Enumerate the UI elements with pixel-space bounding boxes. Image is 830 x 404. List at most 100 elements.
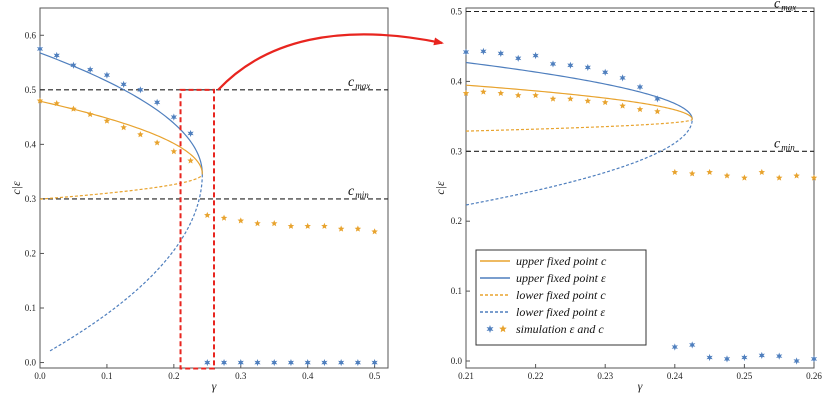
sim-eps-point	[584, 63, 591, 72]
legend: upper fixed point c upper fixed point ε lo…	[475, 249, 647, 346]
sim-c-point	[187, 157, 194, 164]
sim-c-point	[810, 174, 818, 181]
sim-c-point	[170, 148, 178, 155]
sim-c-point	[70, 105, 77, 112]
x-tick-label: 0.2	[168, 371, 179, 381]
sim-c-point	[354, 225, 362, 232]
sim-eps-point	[671, 343, 678, 351]
sim-eps-point	[741, 353, 748, 362]
sim-c-point	[567, 95, 574, 102]
legend-label-1: upper fixed point ε	[516, 271, 606, 285]
sim-c-point	[497, 89, 505, 97]
right-simulation-points	[462, 47, 818, 365]
x-tick-label: 0.1	[101, 371, 112, 381]
sim-eps-point	[532, 51, 539, 60]
curve-eps-lower	[49, 173, 203, 352]
sim-c-point	[137, 131, 144, 138]
legend-swatch-c-star	[499, 325, 507, 333]
sim-eps-point	[776, 352, 783, 360]
sim-eps-point	[723, 355, 731, 363]
right-plot-frame	[465, 7, 815, 369]
sim-eps-point	[237, 358, 244, 367]
sim-eps-point	[120, 80, 127, 88]
sim-eps-point	[706, 353, 713, 362]
x-tick-label: 0.21	[458, 371, 474, 381]
sim-eps-point	[204, 358, 211, 367]
sim-c-point	[462, 89, 470, 97]
sim-c-point	[619, 102, 626, 109]
zoom-rectangle	[179, 88, 216, 370]
sim-eps-point	[810, 355, 818, 363]
sim-c-point	[237, 217, 244, 224]
y-tick-label: 0.1	[451, 286, 462, 296]
left-x-axis-label: γ	[212, 379, 217, 393]
sim-c-point	[271, 220, 278, 227]
y-tick-label: 0.0	[25, 358, 37, 368]
sim-c-point	[371, 228, 378, 235]
curve-eps-upper	[465, 61, 693, 120]
y-tick-label: 0.6	[25, 30, 37, 40]
curve-c-lower	[465, 119, 693, 132]
sim-eps-point	[87, 66, 94, 74]
sim-eps-point	[154, 98, 161, 106]
sim-c-point	[36, 97, 44, 104]
threshold-label-min: cmin	[774, 136, 795, 152]
sim-c-point	[601, 98, 609, 106]
curve-c-upper	[465, 84, 693, 120]
sim-eps-point	[53, 51, 60, 60]
zoom-arrow	[217, 33, 444, 91]
sim-c-point	[549, 95, 557, 102]
sim-eps-point	[220, 358, 228, 367]
sim-eps-point	[689, 341, 696, 349]
right-x-axis-label: γ	[638, 379, 643, 393]
x-tick-label: 0.4	[302, 371, 314, 381]
sim-c-point	[480, 88, 487, 95]
left-simulation-points	[36, 45, 378, 367]
x-tick-label: 0.22	[528, 371, 544, 381]
y-tick-label: 0.3	[451, 146, 463, 156]
sim-c-point	[204, 211, 211, 219]
sim-c-point	[793, 172, 800, 179]
sim-eps-point	[103, 71, 111, 79]
sim-c-point	[220, 214, 228, 221]
sim-eps-point	[271, 358, 278, 367]
legend-label-0: upper fixed point c	[516, 254, 607, 268]
legend-label-3: lower fixed point ε	[516, 305, 605, 319]
threshold-label-max: cmax	[348, 75, 370, 91]
sim-eps-point	[636, 83, 644, 91]
sim-eps-point	[793, 357, 800, 365]
sim-eps-point	[187, 129, 194, 138]
y-tick-label: 0.2	[25, 248, 36, 258]
y-tick-label: 0.1	[25, 303, 36, 313]
sim-c-point	[120, 124, 127, 131]
legend-label-2: lower fixed point c	[516, 288, 606, 302]
sim-eps-point	[254, 358, 261, 367]
curve-eps-lower	[465, 119, 693, 206]
sim-eps-point	[338, 358, 345, 367]
sim-eps-point	[371, 358, 378, 367]
y-tick-label: 0.5	[451, 6, 463, 16]
sim-c-point	[254, 220, 261, 227]
left-zoom-box	[179, 88, 216, 370]
sim-c-point	[304, 222, 311, 229]
threshold-label-min: cmin	[348, 184, 369, 200]
sim-c-point	[532, 91, 539, 99]
curve-c-upper	[39, 100, 203, 174]
sim-eps-point	[602, 68, 609, 76]
sim-eps-point	[567, 61, 574, 69]
sim-eps-point	[321, 358, 328, 367]
right-fixed-point-curves	[465, 61, 693, 206]
sim-eps-point	[462, 48, 470, 56]
y-tick-label: 0.2	[451, 216, 462, 226]
sim-c-point	[153, 139, 161, 146]
y-tick-label: 0.5	[25, 85, 37, 95]
sim-c-point	[775, 174, 783, 181]
sim-eps-point	[36, 45, 44, 53]
x-tick-label: 0.26	[806, 371, 822, 381]
sim-eps-point	[497, 49, 504, 58]
